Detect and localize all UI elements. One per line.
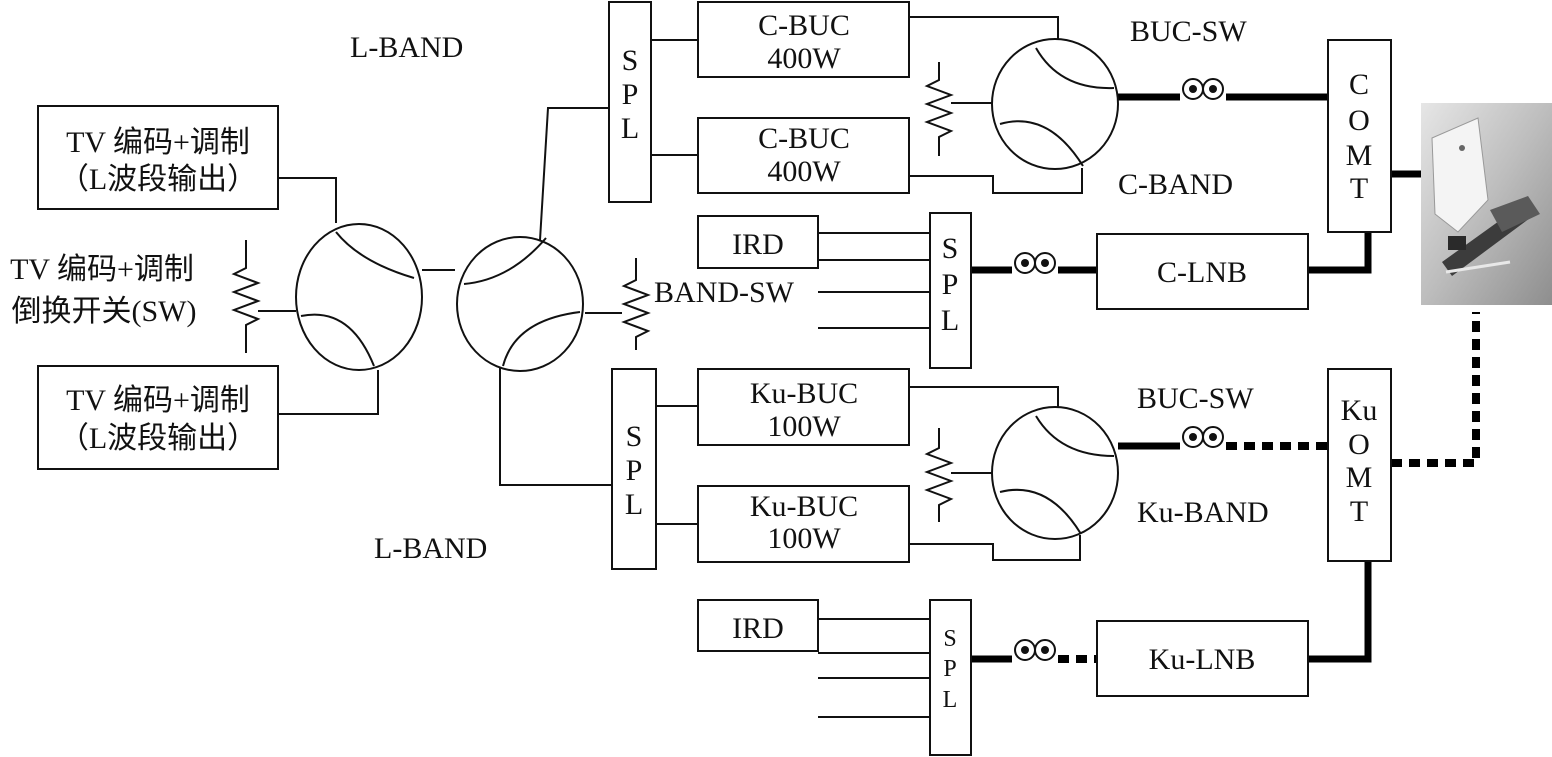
coax-junction-icon xyxy=(1182,78,1224,100)
kuomt-letter-m: M xyxy=(1346,461,1373,494)
ird-c-label: IRD xyxy=(732,228,784,261)
coax-junction-icon xyxy=(1182,426,1224,448)
ird-ku-label: IRD xyxy=(732,612,784,645)
tv-switch-label-line1: TV 编码+调制 xyxy=(10,253,194,286)
c-buc-switch-icon xyxy=(991,38,1119,170)
ku-buc-2-line2: 100W xyxy=(767,522,841,555)
ku-lnb-label: Ku-LNB xyxy=(1149,643,1256,676)
tv-encoder-top-line2: （L波段输出） xyxy=(59,163,257,196)
band-switch-icon xyxy=(456,236,584,372)
satellite-antenna-photo xyxy=(1421,103,1552,305)
ku-band-label: Ku-BAND xyxy=(1137,496,1269,529)
coax-junction-icon xyxy=(1014,639,1056,661)
c-buc-2-line1: C-BUC xyxy=(758,122,850,155)
ku-load-icon xyxy=(924,428,954,522)
spl-top: S P L xyxy=(608,1,652,203)
comt-letter-o: O xyxy=(1348,104,1370,137)
ku-buc-1-line1: Ku-BUC xyxy=(750,377,858,410)
spl-top-letter-s: S xyxy=(622,44,639,77)
ku-buc-sw-label: BUC-SW xyxy=(1137,382,1254,415)
c-buc-1-line2: 400W xyxy=(767,42,841,75)
tv-encoder-top-line1: TV 编码+调制 xyxy=(66,126,250,159)
spl-c-letter-s: S xyxy=(942,232,959,265)
tv-switch-icon xyxy=(295,223,423,371)
ku-lnb-box: Ku-LNB xyxy=(1096,620,1309,697)
tv-encoder-bottom-line2: （L波段输出） xyxy=(59,422,257,455)
c-lnb-box: C-LNB xyxy=(1096,233,1309,310)
spl-ku-letter-p: P xyxy=(943,656,956,682)
tv-encoder-bottom-box: TV 编码+调制 （L波段输出） xyxy=(37,365,279,470)
spl-bottom-letter-l: L xyxy=(625,488,643,521)
spl-c-receive: S P L xyxy=(929,212,972,369)
ku-buc-2-line1: Ku-BUC xyxy=(750,490,858,523)
dotted-links xyxy=(1058,312,1480,663)
kuomt-letter-ku: Ku xyxy=(1341,394,1378,427)
spl-bottom: S P L xyxy=(611,368,657,570)
c-buc-1-box: C-BUC 400W xyxy=(697,1,910,78)
ku-buc-2-box: Ku-BUC 100W xyxy=(697,485,910,563)
spl-bottom-letter-p: P xyxy=(626,454,643,487)
comt-letter-t: T xyxy=(1350,172,1368,205)
kuomt-box: Ku O M T xyxy=(1327,368,1392,562)
c-buc-sw-label: BUC-SW xyxy=(1130,15,1247,48)
kuomt-letter-t: T xyxy=(1350,495,1368,528)
l-band-bottom-label: L-BAND xyxy=(374,532,487,565)
ku-buc-1-box: Ku-BUC 100W xyxy=(697,368,910,446)
band-sw-label: BAND-SW xyxy=(654,276,795,309)
comt-letter-m: M xyxy=(1346,139,1373,172)
tv-switch-load-icon xyxy=(231,240,261,353)
c-buc-1-line1: C-BUC xyxy=(758,9,850,42)
spl-c-letter-p: P xyxy=(942,268,959,301)
ird-c-box: IRD xyxy=(697,215,819,269)
l-band-top-label: L-BAND xyxy=(350,31,463,64)
spl-ku-letter-s: S xyxy=(943,626,956,652)
thin-wiring xyxy=(258,16,1083,718)
spl-top-letter-l: L xyxy=(621,112,639,145)
c-load-icon xyxy=(924,62,954,156)
comt-letter-c: C xyxy=(1349,68,1369,101)
coax-junction-icon xyxy=(1014,252,1056,274)
kuomt-letter-o: O xyxy=(1348,428,1370,461)
comt-box: C O M T xyxy=(1327,39,1392,233)
ku-buc-switch-icon xyxy=(991,406,1119,540)
tv-switch-label-line2: 倒换开关(SW) xyxy=(12,295,197,328)
c-band-label: C-BAND xyxy=(1118,168,1233,201)
ird-ku-box: IRD xyxy=(697,599,819,652)
band-sw-load-icon xyxy=(621,258,651,350)
spl-ku-letter-l: L xyxy=(943,687,958,713)
spl-bottom-letter-s: S xyxy=(626,420,643,453)
spl-ku-receive: S P L xyxy=(929,599,972,756)
tv-encoder-top-box: TV 编码+调制 （L波段输出） xyxy=(37,105,279,210)
c-lnb-label: C-LNB xyxy=(1157,256,1247,289)
spl-top-letter-p: P xyxy=(622,78,639,111)
c-buc-2-line2: 400W xyxy=(767,155,841,188)
spl-c-letter-l: L xyxy=(941,304,959,337)
tv-encoder-bottom-line1: TV 编码+调制 xyxy=(66,384,250,417)
c-buc-2-box: C-BUC 400W xyxy=(697,117,910,194)
ku-buc-1-line2: 100W xyxy=(767,410,841,443)
waveguide-lines xyxy=(971,93,1421,663)
